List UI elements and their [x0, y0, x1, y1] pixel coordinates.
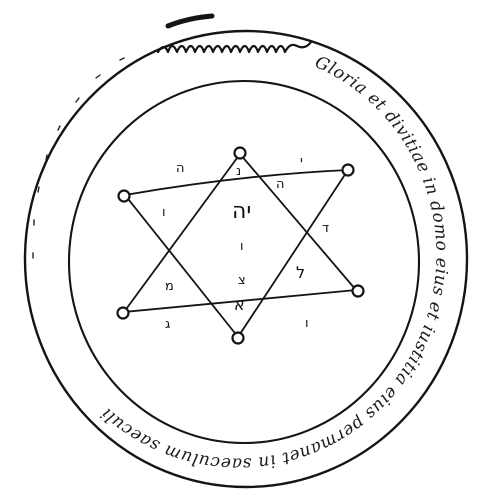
- vertex-top: [233, 146, 247, 160]
- inner-ring: [67, 79, 421, 445]
- divine-name: יה: [232, 199, 251, 224]
- vertex-bottom: [231, 331, 245, 345]
- vertex-circles: [116, 146, 365, 345]
- border-inscription: Gloria et divitiae in domo eius et iusti…: [97, 52, 452, 473]
- letter-lower-right-outer: ו: [305, 316, 309, 331]
- vertex-lower-right: [351, 284, 365, 298]
- flourish-mark: [156, 40, 313, 54]
- rim-stroke-mark: [165, 13, 215, 29]
- letter-top-right: י: [300, 154, 303, 169]
- letter-lower-center-a: א: [234, 295, 245, 314]
- letter-lower-left-inner: מ: [165, 279, 174, 294]
- letter-left-inner: ו: [162, 205, 166, 220]
- outer-ring: [23, 29, 469, 489]
- border-inscription-path: Gloria et divitiae in domo eius et iusti…: [97, 52, 451, 473]
- letter-upper-right-inner: ה: [276, 177, 285, 192]
- rim-dashes: [32, 57, 125, 259]
- letter-lower-left-outer: ג: [165, 317, 170, 332]
- hebrew-letters: ה י נ ה ד ו יה ו ל ו מ ג צ א: [162, 154, 329, 332]
- vertex-upper-left: [117, 189, 131, 203]
- hexagram-triangle-up: [123, 153, 357, 313]
- letter-lower-center-b: צ: [238, 273, 246, 288]
- letter-top-inner: נ: [236, 164, 241, 179]
- letter-lower-right-inner: ל: [296, 263, 305, 282]
- letter-right-inner: ד: [322, 221, 329, 236]
- letter-top-left: ה: [176, 161, 185, 176]
- vertex-upper-right: [341, 163, 355, 177]
- vertex-lower-left: [116, 306, 130, 320]
- center-mark: ו: [240, 239, 244, 254]
